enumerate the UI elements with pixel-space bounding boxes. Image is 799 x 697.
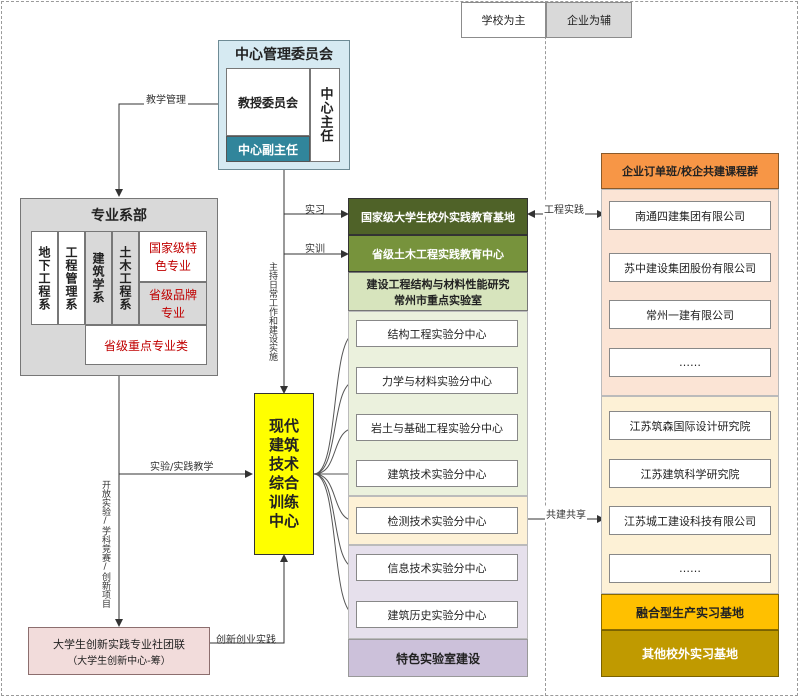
sub-dept-management: 工程管理系 xyxy=(58,231,85,325)
national-practice-base: 国家级大学生校外实践教育基地 xyxy=(348,198,528,235)
company-suzhong: 苏中建设集团股份有限公司 xyxy=(609,253,771,282)
training-center-box: 现代建筑技术综合训练中心 xyxy=(254,393,314,555)
label-hosting: 主持日常工作和建设实施 xyxy=(267,262,277,361)
key-laboratory-line2: 常州市重点实验室 xyxy=(394,293,482,307)
subcenter-mechanics: 力学与材料实验分中心 xyxy=(356,367,518,394)
deputy-director: 中心副主任 xyxy=(226,136,310,162)
committee-title: 中心管理委员会 xyxy=(235,47,333,63)
committee-box: 中心管理委员会 教授委员会 中心副主任 中心主任 xyxy=(218,40,350,170)
center-director: 中心主任 xyxy=(310,68,340,162)
sub-dept-architecture: 建筑学系 xyxy=(85,231,112,325)
enterprise-header: 企业订单班/校企共建课程群 xyxy=(601,153,779,189)
institute-zhusen: 江苏筑森国际设计研究院 xyxy=(609,411,771,440)
label-innovation-projects: 开放实验/学科竞赛/创新项目 xyxy=(100,480,110,608)
subcenter-information: 信息技术实验分中心 xyxy=(356,554,518,581)
label-entrepreneurship: 创新创业实践 xyxy=(216,635,276,646)
innovation-society-name: 大学生创新实践专业社团联 xyxy=(53,637,185,651)
subcenter-geotechnical: 岩土与基础工程实验分中心 xyxy=(356,414,518,441)
institute-building-science: 江苏建筑科学研究院 xyxy=(609,459,771,488)
sub-dept-civil-text: 土木工程系 xyxy=(118,245,132,311)
provincial-brand-major: 省级品牌专业 xyxy=(139,282,207,325)
other-practice-bases: 其他校外实习基地 xyxy=(601,630,779,677)
legend-school: 学校为主 xyxy=(461,2,546,38)
key-laboratory-line1: 建设工程结构与材料性能研究 xyxy=(366,277,510,291)
department-title: 专业系部 xyxy=(91,208,147,224)
subcenter-structural: 结构工程实验分中心 xyxy=(356,320,518,347)
institute-chenggong: 江苏城工建设科技有限公司 xyxy=(609,506,771,535)
label-teaching-mgmt: 教学管理 xyxy=(144,91,188,106)
professors-committee: 教授委员会 xyxy=(226,68,310,136)
company-changzhou: 常州一建有限公司 xyxy=(609,300,771,329)
provincial-practice-center: 省级土木工程实践教育中心 xyxy=(348,235,528,272)
subcenter-building-tech: 建筑技术实验分中心 xyxy=(356,460,518,487)
sub-dept-management-text: 工程管理系 xyxy=(64,245,78,311)
center-director-text: 中心主任 xyxy=(317,87,333,143)
sub-dept-civil: 土木工程系 xyxy=(112,231,139,325)
label-internship: 实习 xyxy=(305,205,325,216)
subcenter-history: 建筑历史实验分中心 xyxy=(356,601,518,628)
label-training: 实训 xyxy=(305,244,325,255)
department-box: 专业系部 地下工程系 工程管理系 建筑学系 土木工程系 国家级特色专业 省级品牌… xyxy=(20,198,218,376)
sub-dept-underground: 地下工程系 xyxy=(31,231,58,325)
company-more: …… xyxy=(609,348,771,377)
key-laboratory: 建设工程结构与材料性能研究 常州市重点实验室 xyxy=(348,272,528,311)
legend-enterprise: 企业为辅 xyxy=(546,2,632,38)
training-center-title: 现代建筑技术综合训练中心 xyxy=(268,417,299,530)
label-experiment-teaching: 实验/实践教学 xyxy=(150,462,214,473)
integrated-production-base: 融合型生产实习基地 xyxy=(601,594,779,630)
featured-lab-construction: 特色实验室建设 xyxy=(348,639,528,677)
innovation-society-box: 大学生创新实践专业社团联 （大学生创新中心-筹） xyxy=(28,627,210,675)
institute-more: …… xyxy=(609,554,771,583)
provincial-key-major: 省级重点专业类 xyxy=(85,325,207,365)
sub-dept-underground-text: 地下工程系 xyxy=(37,245,51,311)
subcenter-testing: 检测技术实验分中心 xyxy=(356,507,518,534)
label-engineering-practice: 工程实践 xyxy=(543,201,585,216)
sub-dept-architecture-text: 建筑学系 xyxy=(91,252,105,304)
innovation-society-sub: （大学生创新中心-筹） xyxy=(67,655,171,667)
label-co-build-share: 共建共享 xyxy=(545,506,587,521)
divider-dashed xyxy=(545,1,546,696)
national-featured-major: 国家级特色专业 xyxy=(139,231,207,282)
company-nantong: 南通四建集团有限公司 xyxy=(609,201,771,230)
